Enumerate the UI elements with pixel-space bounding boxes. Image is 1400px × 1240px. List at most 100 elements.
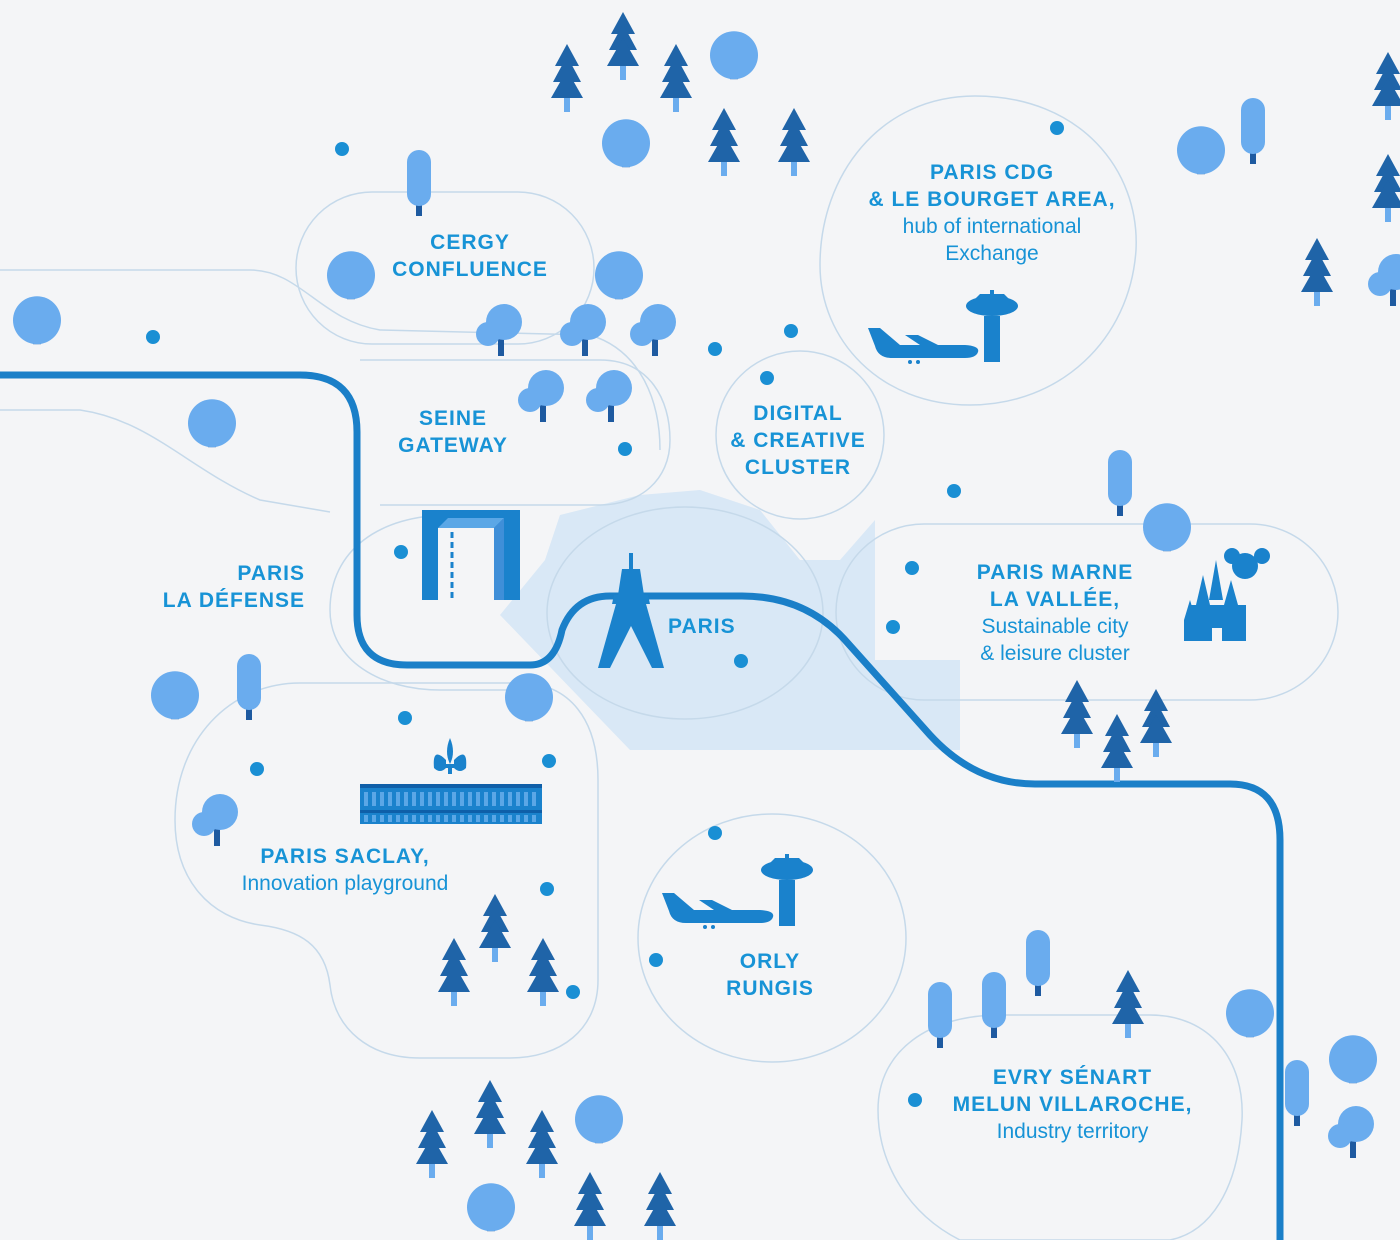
zone-label-seine: SEINE GATEWAY (388, 405, 518, 459)
pine-tree-icon (438, 938, 470, 1006)
round-tree-icon (575, 1095, 623, 1144)
zone-desc-line: Innovation playground (241, 872, 449, 895)
round-tree-icon (13, 296, 61, 345)
round-tree-icon (151, 671, 199, 720)
round-tree-icon (560, 304, 606, 356)
dot-marker-icon (708, 342, 722, 356)
dot-marker-icon (708, 826, 722, 840)
palace-icon (360, 784, 542, 824)
zone-name-line: PARIS CDG (929, 161, 1055, 184)
round-tree-icon (928, 982, 952, 1048)
dot-marker-icon (784, 324, 798, 338)
zone-outline-evry (877, 1014, 1243, 1240)
zone-outline-cdg (819, 95, 1137, 406)
round-tree-icon (407, 150, 431, 216)
zone-name-line: SEINE (418, 407, 488, 430)
pine-tree-icon (1372, 52, 1400, 120)
pine-tree-icon (1140, 689, 1172, 757)
zone-label-evry: EVRY SÉNART MELUN VILLAROCHE, Industry t… (940, 1064, 1205, 1145)
left-band-outline-lower (0, 409, 331, 513)
pine-tree-icon (1372, 154, 1400, 222)
control-tower-icon (761, 854, 813, 926)
round-tree-icon (467, 1183, 515, 1232)
pine-tree-icon (474, 1080, 506, 1148)
castle-icon (1184, 548, 1270, 641)
dot-marker-icon (905, 561, 919, 575)
grande-arche-icon (422, 510, 520, 600)
pine-tree-icon (551, 44, 583, 112)
pine-tree-icon (574, 1172, 606, 1240)
round-tree-icon (188, 399, 236, 448)
zone-name-line: RUNGIS (726, 977, 814, 1000)
dot-marker-icon (618, 442, 632, 456)
zone-label-saclay: PARIS SACLAY, Innovation playground (215, 843, 475, 897)
zone-label-orly: ORLY RUNGIS (710, 948, 830, 1002)
zone-outline-saclay (174, 682, 599, 1059)
dot-marker-icon (398, 711, 412, 725)
dot-marker-icon (760, 371, 774, 385)
round-tree-icon (518, 370, 564, 422)
pine-tree-icon (1101, 714, 1133, 782)
dot-marker-icon (394, 545, 408, 559)
zone-name-line: PARIS SACLAY, (260, 845, 430, 868)
zone-name-line: & CREATIVE (730, 429, 866, 452)
zone-label-defense: PARIS LA DÉFENSE (145, 560, 305, 614)
zone-label-cergy: CERGY CONFLUENCE (385, 229, 555, 283)
round-tree-icon (602, 119, 650, 168)
zone-name-line: LA VALLÉE, (989, 588, 1121, 611)
dot-marker-icon (335, 142, 349, 156)
seine-river (0, 371, 1284, 1240)
control-tower-icon (966, 290, 1018, 362)
pine-tree-icon (708, 108, 740, 176)
round-tree-icon (586, 370, 632, 422)
round-tree-icon (1177, 126, 1225, 175)
round-tree-icon (237, 654, 261, 720)
round-tree-icon (1226, 989, 1274, 1038)
dot-marker-icon (542, 754, 556, 768)
zone-name-line: PARIS MARNE (976, 561, 1134, 584)
round-tree-icon (1026, 930, 1050, 996)
dot-marker-icon (734, 654, 748, 668)
pine-tree-icon (607, 12, 639, 80)
pine-tree-icon (416, 1110, 448, 1178)
zone-outline-paris (546, 506, 824, 720)
round-tree-icon (1328, 1106, 1374, 1158)
dot-marker-icon (649, 953, 663, 967)
zone-desc-line: Exchange (945, 242, 1039, 265)
left-band-outline (0, 269, 661, 451)
zone-outlines (0, 95, 1339, 1240)
zone-desc-line: hub of international (902, 215, 1082, 238)
zone-name-line: DIGITAL (753, 402, 843, 425)
pine-tree-icon (1061, 680, 1093, 748)
round-tree-icon (1368, 254, 1400, 306)
zone-outline-cergy (295, 191, 595, 345)
zone-name-line: LA DÉFENSE (162, 589, 305, 612)
dot-marker-icon (908, 1093, 922, 1107)
dot-marker-icon (250, 762, 264, 776)
zone-name-line: PARIS (668, 615, 736, 638)
zone-name-line: MELUN VILLAROCHE, (952, 1093, 1193, 1116)
round-tree-icon (982, 972, 1006, 1038)
paris-central-area (500, 490, 960, 750)
zone-name-line: GATEWAY (398, 434, 508, 457)
dot-marker-icon (566, 985, 580, 999)
round-tree-icon (595, 251, 643, 300)
airplane-icon (662, 893, 774, 929)
zone-name-line: & LE BOURGET AREA, (868, 188, 1116, 211)
fleur-de-lis-icon (433, 738, 467, 774)
zone-label-marne: PARIS MARNE LA VALLÉE, Sustainable city … (950, 559, 1160, 667)
zone-name-line: PARIS (237, 562, 305, 585)
dot-marker-icon (947, 484, 961, 498)
zone-desc-line: & leisure cluster (980, 642, 1130, 665)
zone-desc-line: Industry territory (996, 1120, 1149, 1143)
zone-outline-defense (329, 514, 520, 691)
zone-name-line: CERGY (430, 231, 510, 254)
round-tree-icon (1108, 450, 1132, 516)
round-tree-icon (1329, 1035, 1377, 1084)
round-tree-icon (476, 304, 522, 356)
round-tree-icon (327, 251, 375, 300)
zone-label-cdg: PARIS CDG & LE BOURGET AREA, hub of inte… (862, 159, 1122, 267)
round-tree-icon (1241, 98, 1265, 164)
